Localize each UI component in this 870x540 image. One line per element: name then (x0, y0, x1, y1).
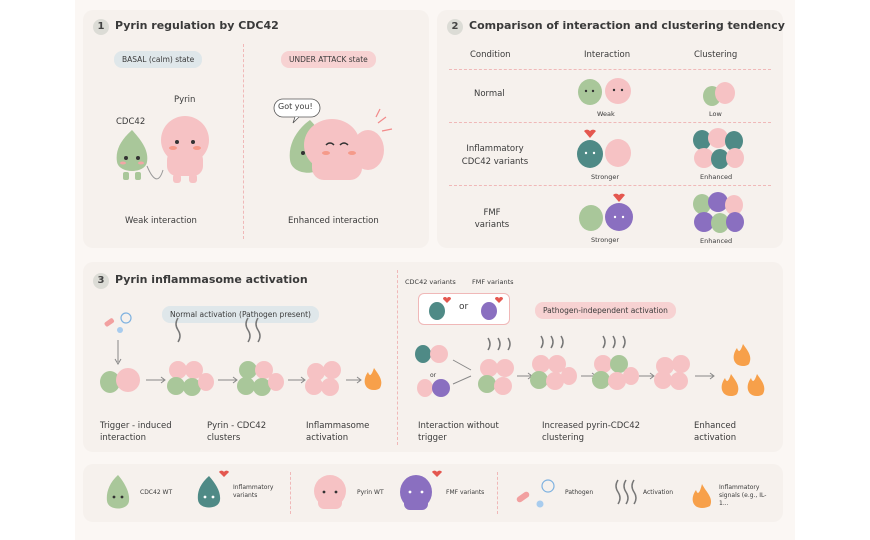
fmf-clustering-art (693, 192, 744, 233)
activation-icon (615, 479, 637, 505)
attack-characters-art (289, 108, 393, 180)
or-label: or (459, 302, 469, 312)
legend-activation: Activation (643, 489, 674, 496)
inflammatory-variant-icon (197, 470, 229, 508)
cdc42-label: CDC42 (116, 117, 146, 127)
fmf-interaction-value: Stronger (591, 236, 620, 244)
caption-no-trigger: Interaction without trigger (418, 421, 499, 443)
panel1-title-text: Pyrin regulation by CDC42 (115, 19, 279, 32)
inflammatory-interaction-art (577, 129, 631, 168)
panel3-title-text: Pyrin inflammasome activation (115, 273, 308, 286)
row-normal-condition: Normal (474, 89, 505, 99)
header-clustering: Clustering (694, 50, 738, 60)
pyrin-wt-icon (314, 475, 346, 509)
pathogen-independent-pill: Pathogen-independent activation (535, 302, 676, 319)
inflammatory-clustering-art (693, 128, 744, 169)
header-condition: Condition (470, 50, 511, 60)
legend-fmf-variants: FMF variants (446, 489, 485, 496)
panel2-title: 2 Comparison of interaction and clusterin… (447, 19, 785, 35)
normal-pathway-art (100, 312, 382, 396)
pyrin-label: Pyrin (174, 95, 196, 105)
speech-bubble (273, 98, 321, 124)
row-fmf-condition: FMF variants (474, 208, 510, 230)
row-divider (449, 122, 771, 123)
normal-clustering-value: Low (709, 110, 722, 118)
legend-pathogen: Pathogen (565, 489, 594, 496)
basal-state-pill: BASAL (calm) state (114, 51, 203, 68)
caption-clusters: Pyrin - CDC42 clusters (207, 421, 267, 443)
panel3-title: 3 Pyrin inflammasome activation (93, 273, 308, 289)
fmf-interaction-art (579, 193, 633, 231)
panel-pyrin-regulation (83, 10, 429, 248)
attack-state-pill: UNDER ATTACK state (281, 51, 376, 68)
enhanced-interaction-caption: Enhanced interaction (288, 216, 379, 226)
pathogen-icon (516, 479, 555, 508)
normal-activation-pill: Normal activation (Pathogen present) (162, 306, 319, 323)
legend-divider (497, 472, 498, 514)
normal-clustering-art (703, 82, 735, 106)
normal-interaction-value: Weak (597, 110, 615, 118)
caption-enhanced: Enhanced activation (694, 421, 737, 443)
caption-inflammasome: Inflammasome activation (306, 421, 370, 443)
panel3-divider (397, 270, 398, 445)
legend-inflammatory-variants: Inflammatory variants (233, 484, 274, 499)
fmf-variant-icon (400, 470, 442, 510)
panel1-title: 1 Pyrin regulation by CDC42 (93, 19, 279, 35)
caption-trigger: Trigger - induced interaction (100, 421, 172, 443)
basal-characters-art (116, 116, 209, 183)
panel1-divider (243, 44, 244, 239)
cdc42-wt-icon (106, 475, 130, 509)
row-inflammatory-condition: Inflammatory CDC42 variants (461, 144, 529, 167)
header-interaction: Interaction (584, 50, 631, 60)
panel1-number: 1 (93, 19, 109, 35)
legend-divider (290, 472, 291, 514)
legend-pyrin-wt: Pyrin WT (357, 489, 384, 496)
or-small-label: or (430, 372, 437, 379)
weak-interaction-caption: Weak interaction (125, 216, 197, 226)
flame-icon (692, 484, 712, 508)
legend-inflammatory-signals: Inflammatory signals (e.g., IL-1... (719, 484, 767, 507)
variant-or-icons (429, 297, 503, 320)
row-divider (449, 185, 771, 186)
caption-increased-clustering: Increased pyrin-CDC42 clustering (542, 421, 641, 443)
inflammatory-clustering-value: Enhanced (700, 173, 733, 181)
normal-interaction-art (578, 78, 631, 105)
fmf-clustering-value: Enhanced (700, 237, 733, 245)
inflammatory-interaction-value: Stronger (591, 173, 620, 181)
panel2-number: 2 (447, 19, 463, 35)
legend-cdc42-wt: CDC42 WT (140, 489, 173, 496)
speech-text: Got you! (278, 102, 313, 111)
row-divider (449, 69, 771, 70)
panel3-number: 3 (93, 273, 109, 289)
cdc42-variants-label: CDC42 variants (405, 278, 456, 286)
panel2-title-text: Comparison of interaction and clustering… (469, 19, 785, 32)
fmf-variants-label: FMF variants (472, 278, 514, 286)
independent-pathway-art (415, 335, 765, 397)
